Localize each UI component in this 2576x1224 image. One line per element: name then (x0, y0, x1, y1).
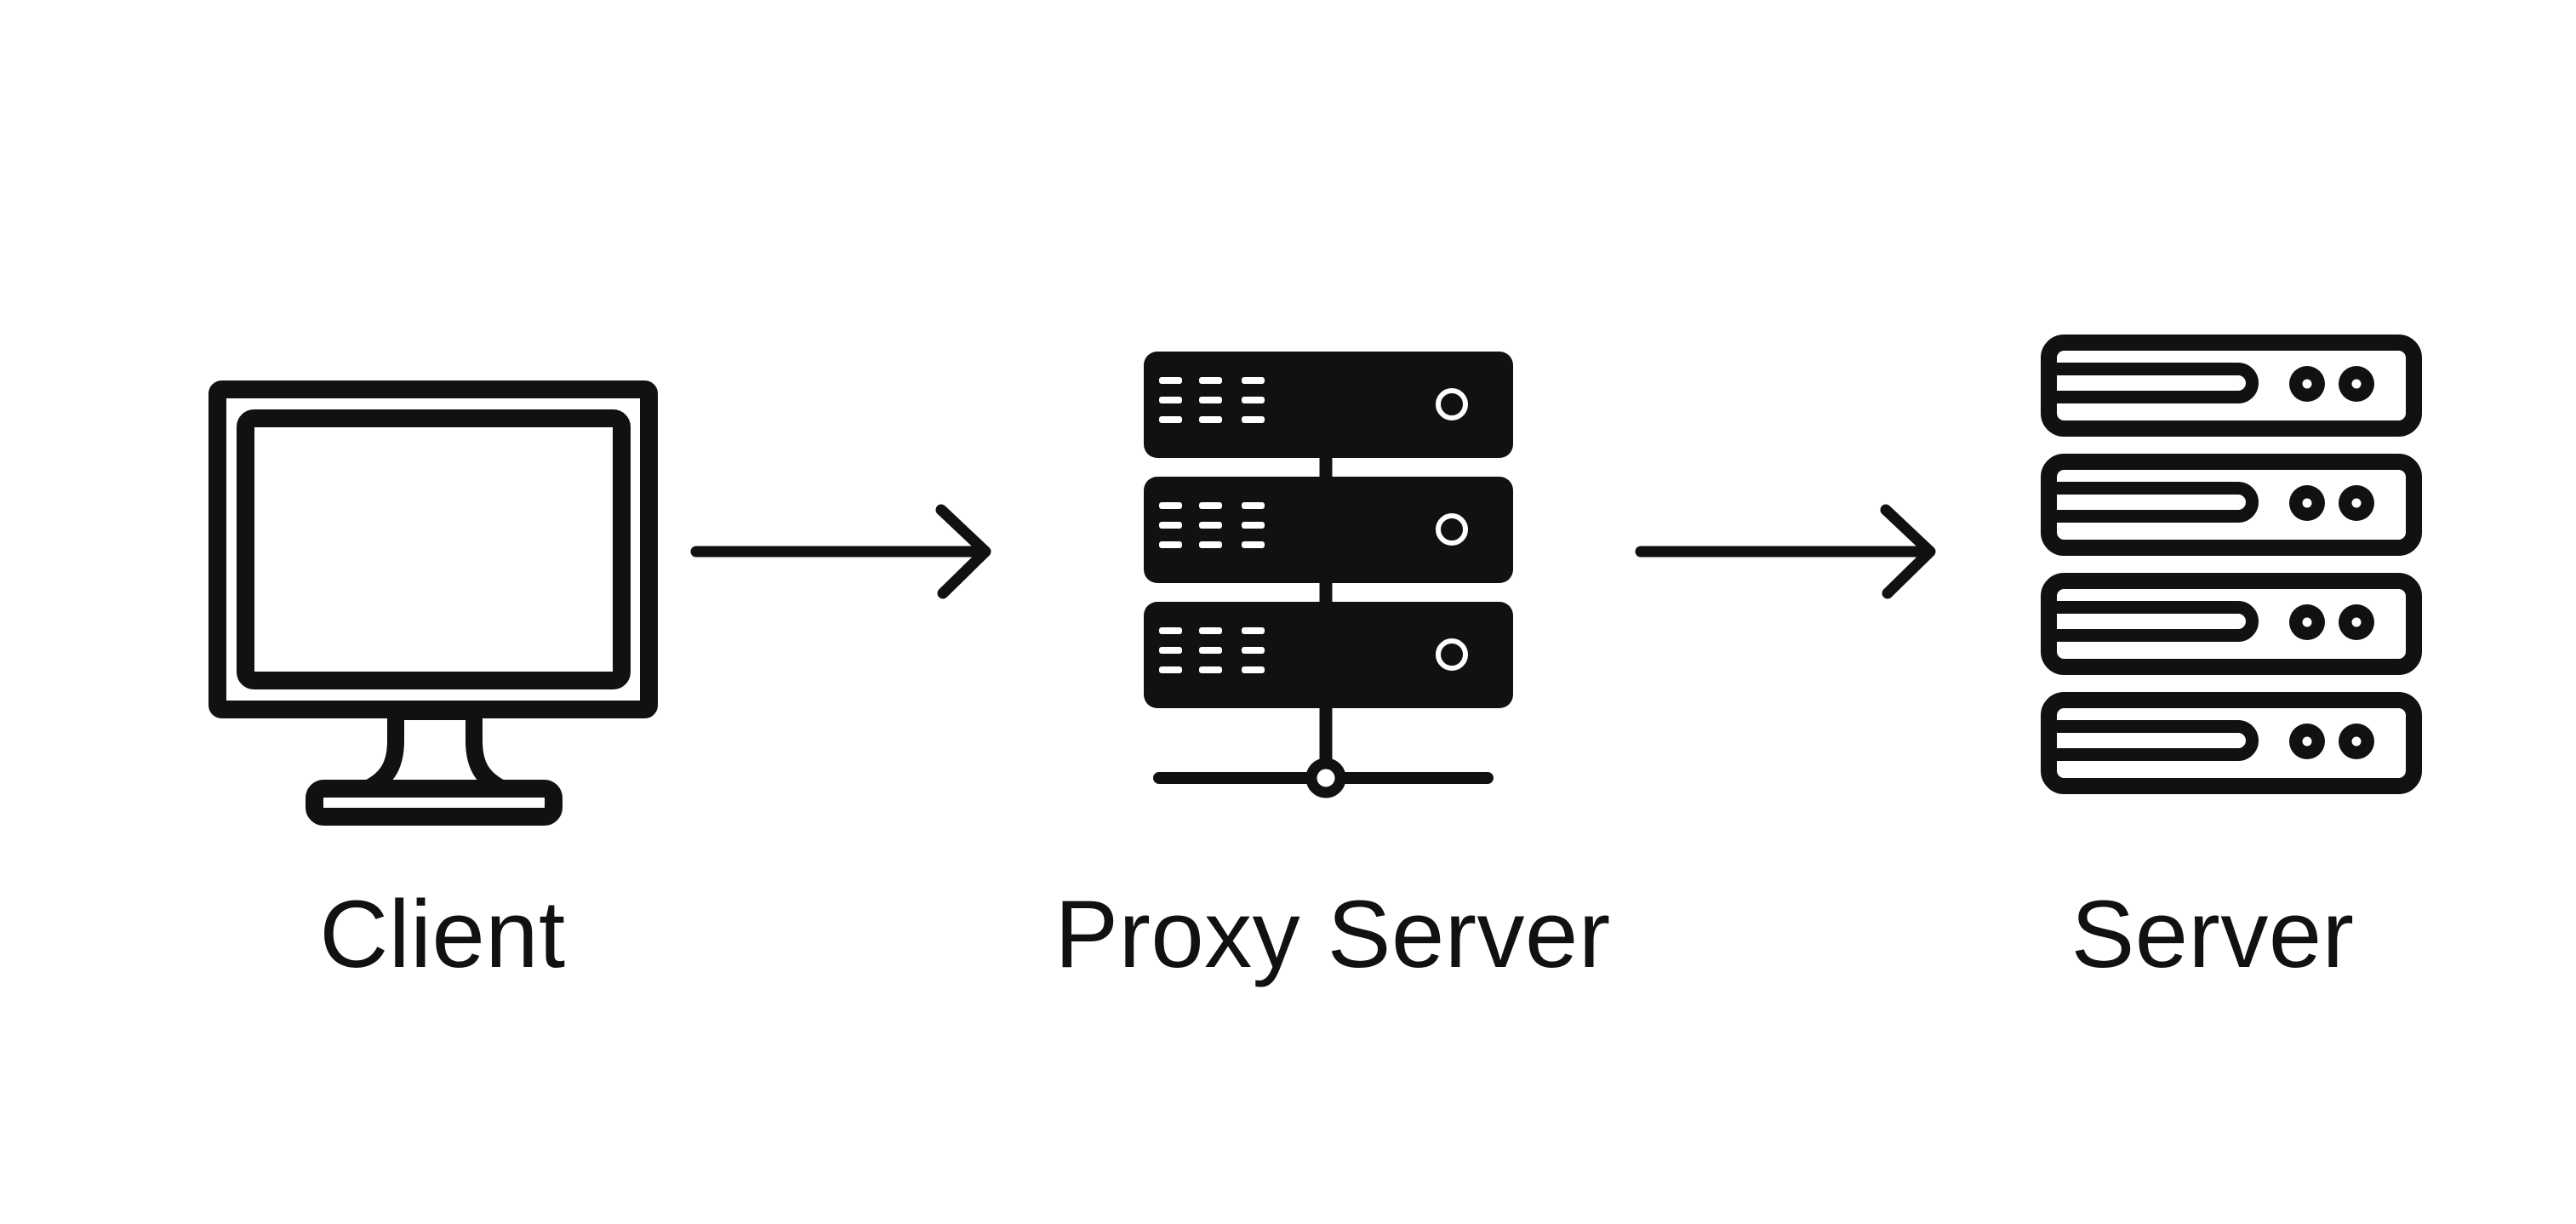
arrow-right-icon (1634, 498, 1940, 605)
desktop-monitor-icon (208, 380, 658, 826)
arrow-right-icon (689, 498, 996, 605)
proxy-server-node (1140, 348, 1516, 808)
client-node-label: Client (319, 881, 566, 987)
proxy-server-node-label: Proxy Server (1054, 881, 1611, 987)
server-node-label: Server (2071, 881, 2355, 987)
client-node (199, 371, 667, 835)
server-rack-icon (2041, 335, 2422, 794)
server-node (2041, 335, 2422, 794)
server-stack-icon (1140, 348, 1516, 798)
